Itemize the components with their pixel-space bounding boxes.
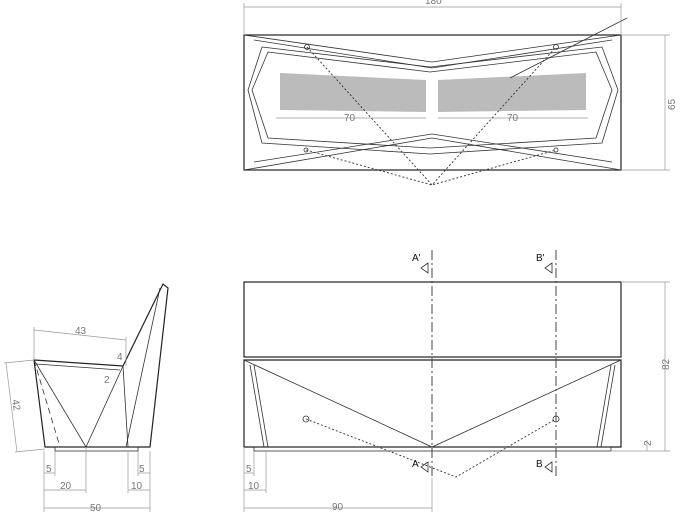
- top-view: 180 65 70 70: [243, 0, 678, 186]
- dim-back-thickness: 4: [117, 352, 123, 363]
- dim-total-depth: 50: [90, 503, 102, 514]
- dim-width: 180: [425, 0, 442, 7]
- dim-back-leg: 5: [139, 464, 145, 475]
- dim-front-leg: 5: [46, 464, 52, 475]
- front-view: A' B' A B 82 2 90 10 5: [243, 250, 672, 513]
- section-a: A: [412, 459, 419, 470]
- dim-half-width: 90: [332, 502, 344, 513]
- dim-back-offset: 10: [131, 481, 143, 492]
- section-b: B: [536, 459, 543, 470]
- dim-height: 82: [661, 358, 672, 370]
- dim-depth: 65: [667, 98, 678, 110]
- section-a-top: A': [412, 253, 421, 264]
- dim-seat-right: 70: [507, 113, 519, 124]
- dim-foot: 2: [643, 440, 654, 446]
- dim-seat-thickness: 2: [104, 375, 110, 386]
- dim-seat-height: 42: [9, 399, 22, 412]
- dim-leg-width: 5: [246, 464, 252, 475]
- side-view: 43 4 2 42 5 20 5 10 50: [3, 283, 169, 514]
- dim-seat-depth: 43: [75, 326, 87, 337]
- dim-front-offset: 20: [60, 481, 72, 492]
- dim-seat-left: 70: [344, 113, 356, 124]
- section-b-top: B': [536, 253, 545, 264]
- dim-leg-offset: 10: [248, 481, 260, 492]
